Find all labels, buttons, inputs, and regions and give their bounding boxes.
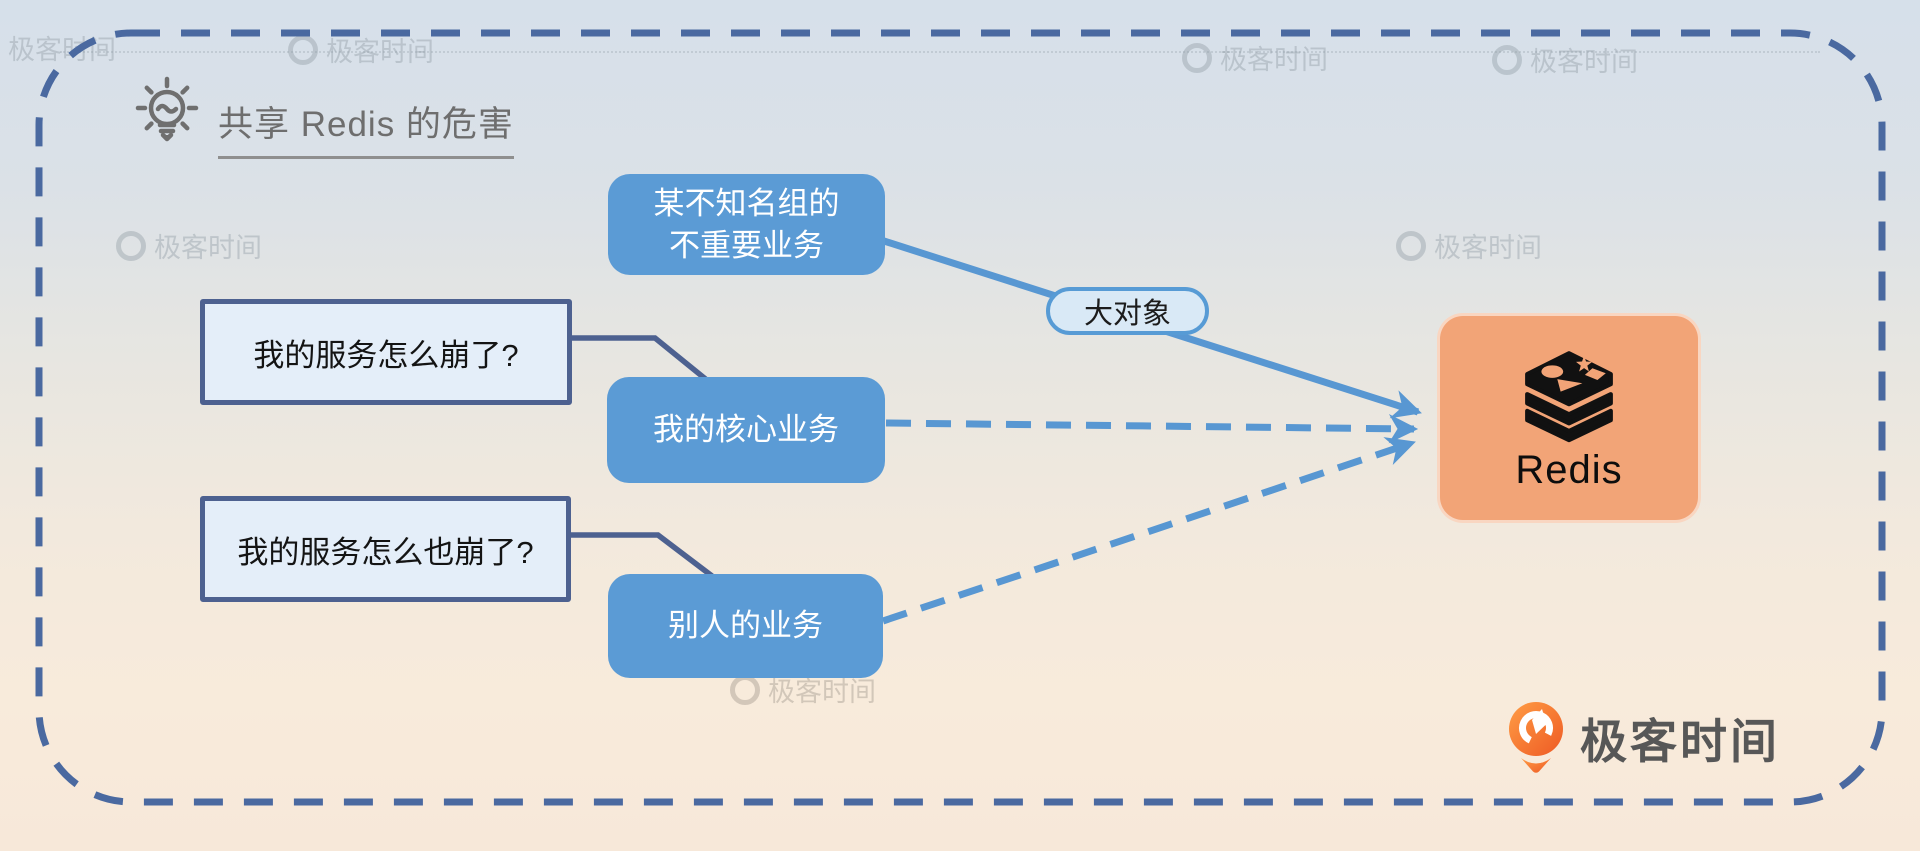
watermark-logo-icon — [1492, 44, 1522, 75]
watermark-text: 极客时间 — [154, 233, 262, 263]
arrow-others-to-redis-dashed — [881, 437, 1416, 625]
arrow-core-to-redis-dashed — [885, 414, 1419, 444]
node-question1: 我的服务怎么崩了? — [200, 299, 572, 405]
watermark: 极客时间 — [730, 670, 876, 709]
geektime-logo-icon — [1509, 702, 1563, 773]
node-unknown-group-label: 某不知名组的 不重要业务 — [654, 183, 840, 267]
watermark-text: 极客时间 — [8, 35, 116, 65]
dashed-frame-border — [35, 29, 1886, 806]
node-unknown-group-line1: 某不知名组的 — [653, 185, 840, 221]
node-question2: 我的服务怎么也崩了? — [200, 496, 571, 602]
node-others-business-label: 别人的业务 — [668, 608, 823, 644]
watermark-dotted-line — [60, 51, 1820, 53]
node-unknown-group-line2: 不重要业务 — [669, 227, 824, 263]
node-unknown-group: 某不知名组的 不重要业务 — [608, 174, 885, 275]
geektime-brand-name: 极客时间 — [1580, 714, 1780, 768]
watermark-logo-icon — [1396, 230, 1426, 261]
node-others-business: 别人的业务 — [608, 574, 883, 678]
watermark-logo-icon — [116, 230, 146, 261]
watermark-text: 极客时间 — [1530, 47, 1638, 77]
node-question2-label: 我的服务怎么也崩了? — [237, 534, 534, 570]
watermark-logo-icon — [288, 34, 318, 65]
diagram-title: 共享 Redis 的危害 — [130, 74, 514, 159]
watermark: 极客时间 — [1492, 40, 1638, 79]
edge-label-big-object-text: 大对象 — [1083, 298, 1171, 330]
page-title: 共享 Redis 的危害 — [218, 96, 514, 159]
redis-logo-icon — [1525, 350, 1613, 442]
watermark: 极客时间 — [1182, 38, 1328, 77]
watermark: 极客时间 — [0, 28, 116, 67]
connector-question2-to-others — [570, 532, 714, 579]
watermark-text: 极客时间 — [1434, 233, 1542, 263]
lightbulb-icon — [135, 76, 199, 142]
node-my-core-business-label: 我的核心业务 — [653, 412, 839, 448]
watermark-text: 极客时间 — [1220, 45, 1328, 75]
watermark: 极客时间 — [116, 226, 262, 265]
node-my-core-business: 我的核心业务 — [607, 377, 885, 483]
node-redis: Redis — [1437, 313, 1701, 523]
edge-label-big-object: 大对象 — [1046, 287, 1209, 335]
watermark: 极客时间 — [288, 30, 434, 69]
node-question1-label: 我的服务怎么崩了? — [253, 337, 519, 373]
watermark-logo-icon — [1182, 42, 1212, 73]
watermark-text: 极客时间 — [768, 677, 876, 707]
node-redis-label: Redis — [1515, 447, 1623, 492]
watermark: 极客时间 — [1396, 226, 1542, 265]
watermark-text: 极客时间 — [326, 37, 434, 67]
connector-question1-to-core — [570, 335, 710, 384]
geektime-brand: 极客时间 — [1506, 700, 1780, 774]
